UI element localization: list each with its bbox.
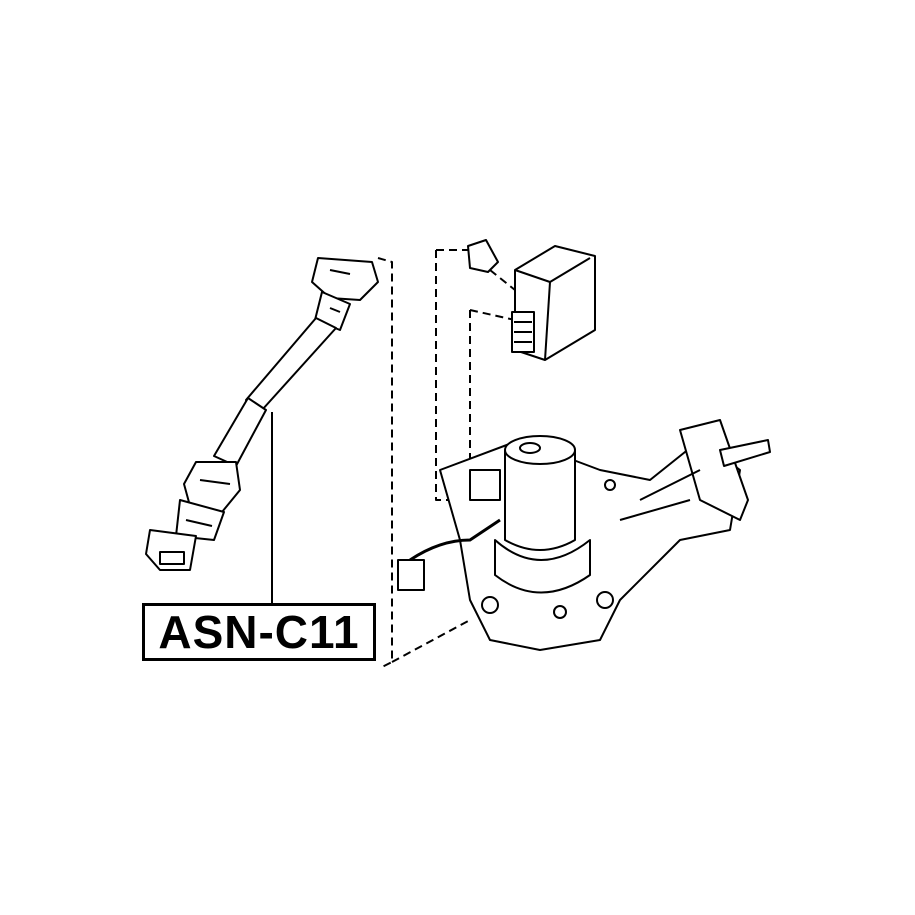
- steering-shaft: [145, 257, 379, 571]
- steering-column: [397, 419, 771, 651]
- part-number-label: ASN-C11: [142, 603, 376, 661]
- assembly-guide-lines: [377, 249, 516, 669]
- control-module: [511, 245, 596, 361]
- bracket: [467, 239, 499, 273]
